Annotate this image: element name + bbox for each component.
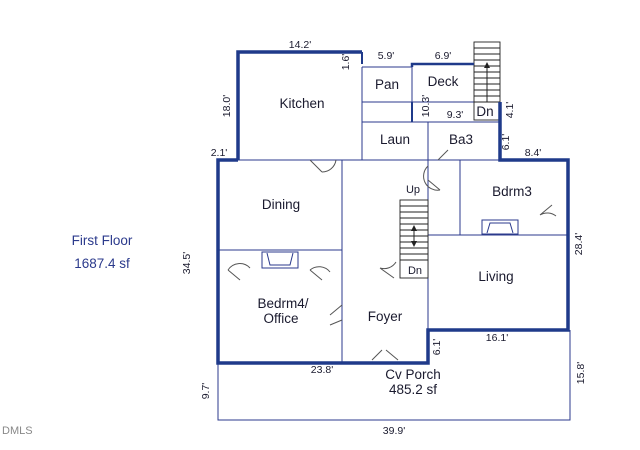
label-living: Living	[478, 269, 513, 284]
floor-area: 1687.4 sf	[74, 256, 130, 271]
label-foyer: Foyer	[368, 309, 403, 324]
porch-outline	[217, 330, 571, 421]
deck-stairs	[473, 41, 501, 121]
label-bedrm4: Bedrm4/	[257, 296, 308, 311]
dim-23-8: 23.8'	[311, 364, 333, 376]
label-stair-dn: Dn	[408, 265, 422, 277]
dim-9-3: 9.3'	[447, 109, 464, 121]
label-dining: Dining	[262, 197, 300, 212]
label-bdrm3: Bdrm3	[492, 184, 532, 199]
label-stair-up: Up	[406, 184, 420, 196]
dim-2-1: 2.1'	[211, 147, 228, 159]
dim-14-2: 14.2'	[289, 39, 311, 51]
watermark: DMLS	[2, 425, 33, 437]
dim-8-4: 8.4'	[525, 147, 542, 159]
door-swings	[227, 149, 557, 361]
label-kitchen: Kitchen	[279, 96, 324, 111]
dim-6-1-bot: 6.1'	[431, 339, 443, 356]
label-laun: Laun	[380, 132, 410, 147]
dim-5-9: 5.9'	[378, 50, 395, 62]
label-pan: Pan	[375, 77, 399, 92]
dim-16-1: 16.1'	[486, 332, 508, 344]
dim-28-4: 28.4'	[573, 233, 585, 255]
dim-39-9: 39.9'	[383, 425, 405, 437]
dim-34-5: 34.5'	[181, 252, 193, 274]
dim-9-7: 9.7'	[200, 383, 212, 400]
dim-6-1-top: 6.1'	[500, 134, 512, 151]
floor-title: First Floor	[72, 233, 133, 248]
dim-15-8: 15.8'	[575, 362, 587, 384]
label-porch: Cv Porch	[385, 367, 441, 382]
label-deck-dn: Dn	[476, 104, 493, 119]
dim-6-9: 6.9'	[435, 50, 452, 62]
dim-1-6: 1.6'	[340, 54, 352, 71]
label-deck: Deck	[428, 74, 459, 89]
exterior-walls	[216, 50, 570, 365]
dim-10-3: 10.3'	[420, 95, 432, 117]
fireplace-bdrm3	[481, 219, 519, 235]
dim-18-0: 18.0'	[221, 95, 233, 117]
fireplace-dining	[261, 251, 299, 269]
label-porch-area: 485.2 sf	[389, 382, 437, 397]
label-office: Office	[263, 311, 298, 326]
dim-4-1: 4.1'	[504, 102, 516, 119]
label-ba3: Ba3	[449, 132, 473, 147]
central-stairs	[399, 199, 429, 279]
